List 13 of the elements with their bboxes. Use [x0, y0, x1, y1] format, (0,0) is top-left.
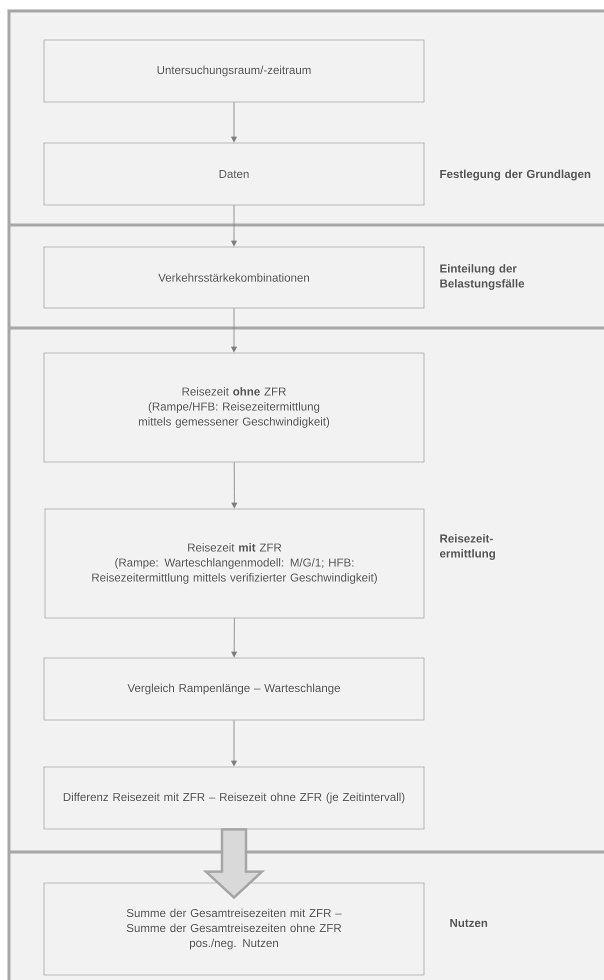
process-box: Reisezeit mit ZFR (Rampe: Warteschlangenmodell: M/G/1; HFB: Reisezeitermittlung mittels verifizierter Geschwindigkeit)	[44, 508, 424, 618]
block-arrow	[202, 828, 266, 900]
section-label: Einteilung der Belastungsfälle	[440, 264, 524, 290]
process-box: Vergleich Rampenlänge – Warteschlange	[44, 658, 424, 720]
section-label: Reisezeit-ermittlung	[440, 534, 495, 560]
section-label: Nutzen	[450, 919, 488, 928]
process-box: Differenz Reisezeit mit ZFR – Reisezeit ohne ZFR (je Zeitintervall)	[44, 766, 424, 830]
process-box: Reisezeit ohne ZFR (Rampe/HFB: Reisezeitermittlung mittels gemessener Geschwindigkeit)	[44, 352, 424, 462]
process-box: Verkehrsstärkekombinationen	[44, 246, 424, 308]
section-label: Festlegung der Grundlagen	[440, 170, 590, 180]
process-box: Summe der Gesamtreisezeiten mit ZFR – Summe der Gesamtreisezeiten ohne ZFR pos./neg. Nutzen	[44, 882, 424, 976]
process-box: Untersuchungsraum/-zeitraum	[44, 40, 424, 102]
process-box: Daten	[44, 142, 424, 206]
